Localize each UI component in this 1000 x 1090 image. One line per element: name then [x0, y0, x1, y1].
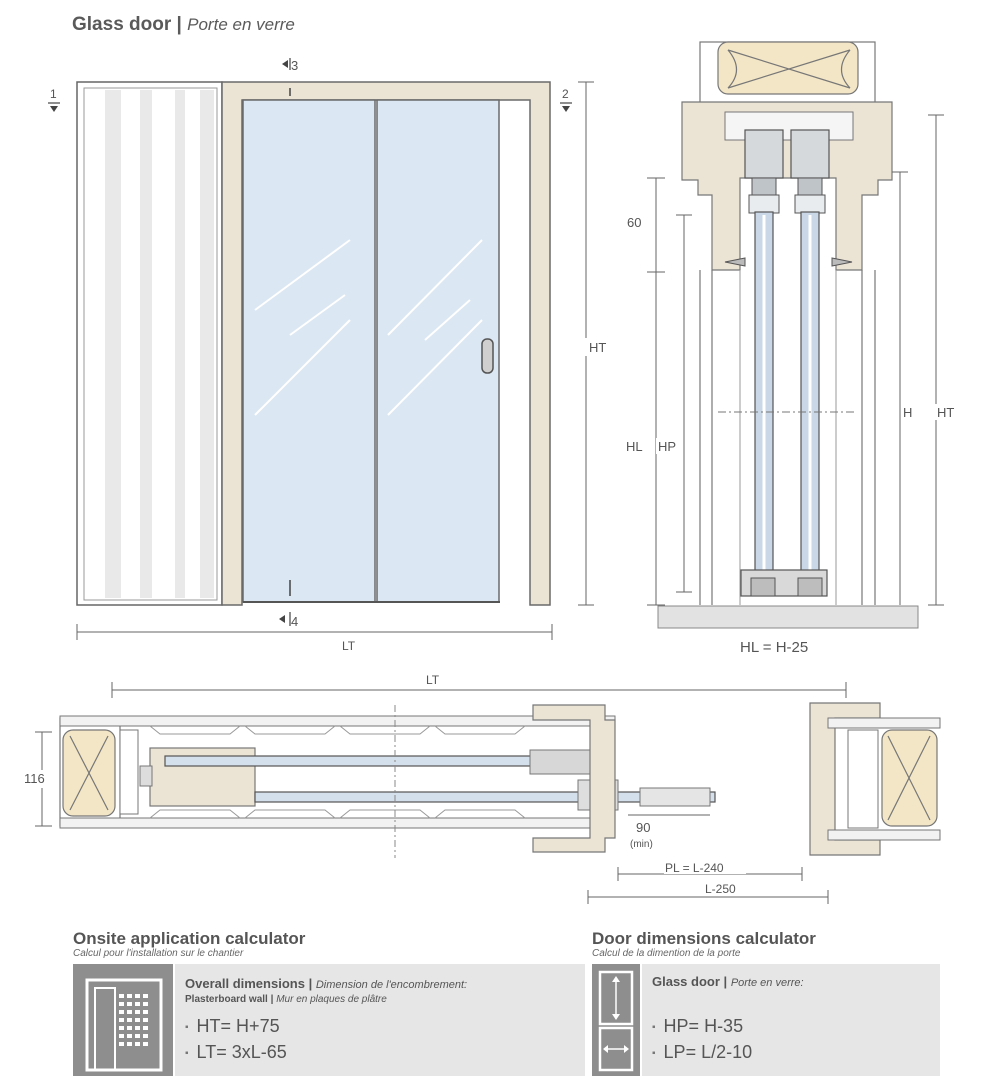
dim-label-60: 60 — [627, 215, 641, 230]
door-calc-subtitle: Calcul de la dimention de la porte — [592, 948, 741, 959]
door-calc-panel — [642, 964, 940, 1076]
glass-reflections — [254, 239, 483, 416]
glass-panel-left — [242, 99, 376, 603]
door-frame — [221, 81, 551, 606]
header-frame — [681, 101, 893, 271]
onsite-calc-panel — [175, 964, 585, 1076]
dim-label-lt-front: LT — [342, 639, 356, 653]
front-view: 3 4 1 2 HT LT — [48, 58, 610, 653]
technical-drawing: 3 4 1 2 HT LT — [22, 41, 960, 904]
dim-label-l250: L-250 — [705, 882, 736, 896]
door-calc-heading: Glass door | Porte en verre: — [652, 974, 804, 989]
marker-3-arrow — [282, 60, 288, 68]
pocket-door-icon — [85, 978, 163, 1072]
formula-lp: ▪LP= L/2-10 — [652, 1042, 753, 1062]
dim-label-lt-plan: LT — [426, 673, 440, 687]
dim-label-hl: HL — [626, 439, 643, 454]
height-width-icon — [598, 970, 634, 1072]
marker-2-label: 2 — [562, 87, 569, 101]
roller-mechanism — [744, 129, 830, 214]
floor-slab — [657, 605, 919, 629]
plan-glass-leaf-1 — [164, 755, 586, 767]
onsite-calc-title: Onsite application calculator — [73, 929, 306, 948]
onsite-calc-wall: Plasterboard wall | Mur en plaques de pl… — [185, 994, 387, 1005]
marker-1-arrow — [50, 106, 58, 112]
door-calc-title: Door dimensions calculator — [592, 929, 816, 948]
dim-label-ht-section: HT — [937, 405, 954, 420]
marker-2-arrow — [562, 106, 570, 112]
marker-4-arrow — [279, 615, 285, 623]
dim-label-hp: HP — [658, 439, 676, 454]
pocket-stripes — [105, 90, 214, 598]
formula-lt: ▪LT= 3xL-65 — [185, 1042, 287, 1062]
dim-label-90: 90 — [636, 820, 650, 835]
dim-label-h: H — [903, 405, 912, 420]
title-separator: | — [176, 14, 182, 35]
onsite-calc-icon-box — [73, 964, 173, 1076]
formula-ht: ▪HT= H+75 — [185, 1016, 280, 1036]
marker-1-label: 1 — [50, 87, 57, 101]
plan-glass-leaf-2 — [254, 791, 716, 803]
glass-panel-right — [376, 99, 500, 603]
dim-label-pl: PL = L-240 — [665, 861, 724, 875]
page-title: Glass door | Porte en verre — [72, 14, 295, 36]
title-fr: Porte en verre — [187, 15, 295, 34]
insulation-top — [717, 41, 859, 95]
onsite-calc-heading: Overall dimensions | Dimension de l'enco… — [185, 976, 468, 991]
dim-label-min: (min) — [630, 839, 653, 850]
section-view: 60 HL HP H HT HL = H-25 — [624, 41, 960, 656]
marker-4-label: 4 — [291, 614, 298, 629]
marker-3-label: 3 — [291, 58, 298, 73]
plan-jamb-left — [532, 704, 616, 853]
dim-label-116: 116 — [24, 771, 45, 786]
door-handle-icon — [481, 338, 494, 374]
onsite-calc-subtitle: Calcul pour l'installation sur le chanti… — [73, 948, 244, 959]
plan-view: LT — [22, 673, 941, 904]
formula-hp: ▪HP= H-35 — [652, 1016, 744, 1036]
title-en: Glass door — [72, 14, 172, 35]
door-calc-icon-box — [592, 964, 640, 1076]
dim-label-ht: HT — [589, 340, 606, 355]
hl-formula: HL = H-25 — [740, 639, 808, 656]
